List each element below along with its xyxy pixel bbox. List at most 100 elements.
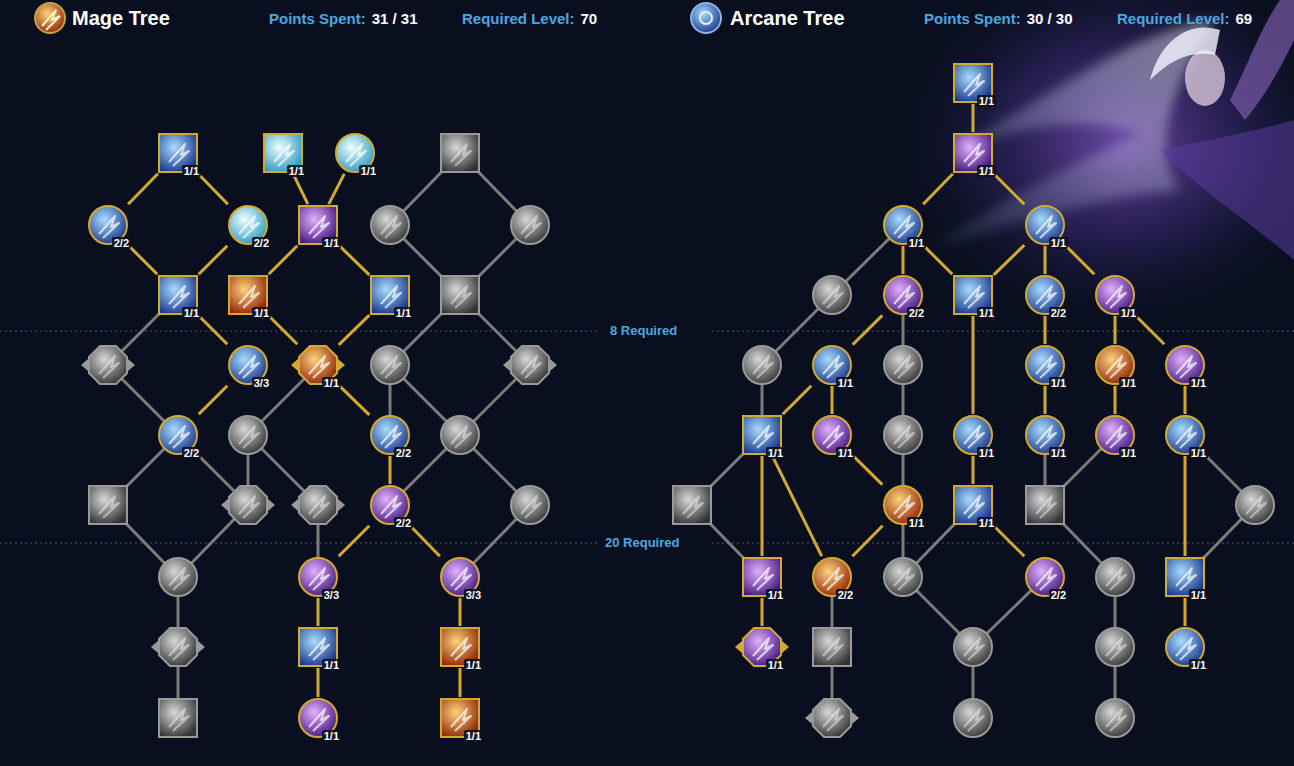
unlock-link <box>389 456 392 484</box>
rank-count: 1/1 <box>182 307 201 319</box>
rank-count: 1/1 <box>1189 447 1208 459</box>
locked-links <box>108 153 1255 718</box>
talent-icon: 1/1 <box>953 485 993 525</box>
unlock-link <box>1184 456 1187 556</box>
locked-talent-icon <box>511 206 549 244</box>
talent-icon: 1/1 <box>298 345 338 385</box>
talent-icon: 1/1 <box>1165 627 1205 667</box>
rank-count: 1/1 <box>1049 447 1068 459</box>
tree-title: Arcane Tree <box>730 7 845 30</box>
locked-talent-icon <box>1096 558 1134 596</box>
locked-talent-icon <box>159 558 197 596</box>
talent-icon: 2/2 <box>370 485 410 525</box>
rank-count: 1/1 <box>977 307 996 319</box>
rank-count: 1/1 <box>1189 659 1208 671</box>
talent-icon: 1/1 <box>298 627 338 667</box>
unlock-link <box>761 598 764 626</box>
unlock-link <box>994 245 1025 275</box>
locked-talent-icon <box>1096 699 1134 737</box>
tree-stat: Required Level: <box>462 10 575 27</box>
talent-icon: 1/1 <box>158 133 198 173</box>
tier-divider <box>0 331 1294 543</box>
talent-icon: 1/1 <box>953 275 993 315</box>
talent-icon: 1/1 <box>1095 275 1135 315</box>
tree-stat: Required Level: <box>1117 10 1230 27</box>
locked-talent-icon <box>81 346 135 384</box>
locked-talent-icon <box>1026 486 1064 524</box>
talent-icon: 1/1 <box>883 205 923 245</box>
talent-icon: 1/1 <box>1165 557 1205 597</box>
talent-icon: 3/3 <box>440 557 480 597</box>
unlock-link <box>994 174 1025 205</box>
rank-count: 2/2 <box>836 589 855 601</box>
locked-talent-icon <box>743 346 781 384</box>
rank-count: 2/2 <box>1049 307 1068 319</box>
locked-talent-icon <box>291 486 345 524</box>
talent-icon: 1/1 <box>1165 415 1205 455</box>
rank-count: 1/1 <box>1049 377 1068 389</box>
unlock-link <box>1044 316 1047 344</box>
talent-icon: 2/2 <box>1025 557 1065 597</box>
tree-title: Mage Tree <box>72 7 170 30</box>
unlock-link <box>269 246 298 275</box>
unlock-link <box>1044 246 1047 274</box>
unlock-link <box>199 316 228 345</box>
rank-count: 1/1 <box>464 659 483 671</box>
unlock-link <box>317 668 320 697</box>
unlock-link <box>339 315 370 345</box>
rank-count: 1/1 <box>907 517 926 529</box>
rank-count: 3/3 <box>252 377 271 389</box>
unlock-link <box>339 526 370 557</box>
rank-count: 1/1 <box>394 307 413 319</box>
talent-icon: 1/1 <box>953 133 993 173</box>
talent-icon: 2/2 <box>812 557 852 597</box>
rank-count: 1/1 <box>977 447 996 459</box>
tree-stat: 31 / 31 <box>372 10 418 27</box>
locked-talent-icon <box>151 628 205 666</box>
rank-count: 1/1 <box>1119 377 1138 389</box>
unlock-link <box>459 668 462 697</box>
unlock-link <box>339 245 370 275</box>
talent-icon: 1/1 <box>335 133 375 173</box>
tree-stat: 69 <box>1236 10 1253 27</box>
talent-icon: 1/1 <box>1165 345 1205 385</box>
locked-talent-icon <box>89 486 127 524</box>
unlock-link <box>198 174 228 205</box>
rank-count: 2/2 <box>112 237 131 249</box>
rank-count: 1/1 <box>359 165 378 177</box>
locked-talent-icon <box>441 276 479 314</box>
unlock-link <box>924 246 953 275</box>
talent-icon: 2/2 <box>883 275 923 315</box>
unlock-link <box>339 385 370 415</box>
talent-icon: 1/1 <box>440 627 480 667</box>
unlock-link <box>1114 386 1117 414</box>
talent-icon: 2/2 <box>158 415 198 455</box>
talent-icon: 2/2 <box>88 205 128 245</box>
rank-count: 1/1 <box>907 237 926 249</box>
unlock-link <box>1136 316 1165 345</box>
rank-count: 1/1 <box>182 165 201 177</box>
locked-talents <box>81 134 1274 737</box>
rank-count: 1/1 <box>322 659 341 671</box>
rank-count: 1/1 <box>766 447 785 459</box>
talent-icon: 2/2 <box>370 415 410 455</box>
unlock-link <box>1066 246 1095 275</box>
unlock-link <box>772 456 821 556</box>
talent-icon: 1/1 <box>298 205 338 245</box>
locked-talent-icon <box>503 346 557 384</box>
unlock-link <box>852 526 882 557</box>
tier-requirement: 20 Required <box>605 535 679 550</box>
rank-count: 1/1 <box>977 95 996 107</box>
talent-icon: 1/1 <box>228 275 268 315</box>
locked-talent-icon <box>159 699 197 737</box>
talent-icon: 1/1 <box>440 698 480 738</box>
locked-talent-icon <box>441 134 479 172</box>
unlock-link <box>1184 598 1187 626</box>
locked-talent-icon <box>673 486 711 524</box>
rank-count: 2/2 <box>252 237 271 249</box>
character-illustration <box>890 0 1294 350</box>
unlock-link <box>1044 386 1047 414</box>
unlock-link <box>128 174 158 205</box>
